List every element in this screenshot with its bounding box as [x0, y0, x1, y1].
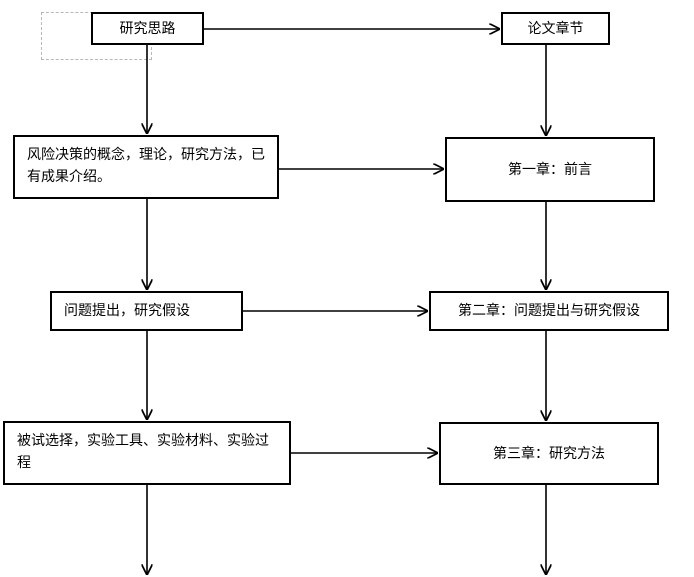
step-method-box: 被试选择，实验工具、实验材料、实验过程: [3, 421, 291, 485]
step-concepts-theory-box: 风险决策的概念，理论，研究方法，已有成果介绍。: [13, 135, 279, 199]
chapter-1-box: 第一章：前言: [445, 137, 655, 202]
chapter-2-box: 第二章：问题提出与研究假设: [429, 291, 669, 331]
research-approach-header: 研究思路: [91, 12, 204, 45]
thesis-chapters-header: 论文章节: [501, 12, 610, 45]
step-problem-hypothesis-box: 问题提出，研究假设: [50, 291, 243, 331]
chapter-3-box: 第三章：研究方法: [439, 422, 659, 485]
